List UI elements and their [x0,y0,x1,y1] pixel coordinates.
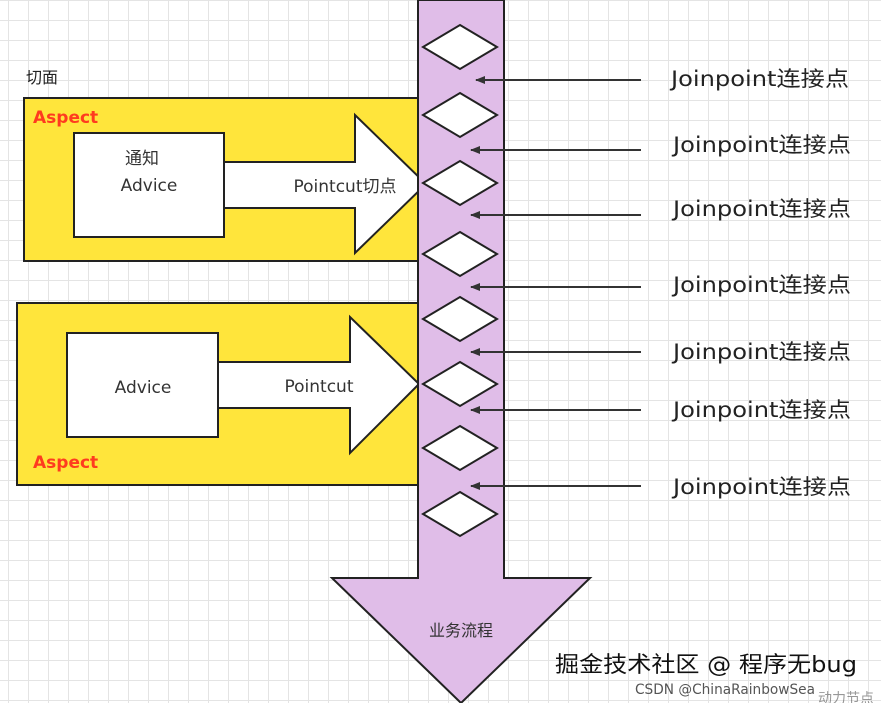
watermark-csdn: CSDN @ChinaRainbowSea [635,682,815,698]
advice-label-2: Advice [115,378,172,398]
business-flow-arrow [329,0,593,703]
business-flow-label: 业务流程 [429,621,493,640]
pointcut-label-1: Pointcut切点 [294,177,397,197]
joinpoint-labels: Joinpoint连接点 Joinpoint连接点 Joinpoint连接点 J… [669,67,851,499]
joinpoint-label: Joinpoint连接点 [671,197,851,221]
pointcut-label-2: Pointcut [285,377,354,397]
aspect-label-1: Aspect [33,108,98,128]
advice-box-2 [66,332,219,438]
pointcut-arrow-1 [223,112,428,256]
joinpoint-label: Joinpoint连接点 [671,340,851,364]
pointcut-arrow-2 [217,314,421,456]
joinpoint-diamond [421,159,499,207]
joinpoint-diamond [421,23,499,71]
joinpoint-diamond [421,490,499,538]
watermark-bjpowernode: 动力节点 [818,691,874,703]
joinpoint-diamond [421,230,499,278]
joinpoint-label: Joinpoint连接点 [671,273,851,297]
joinpoint-diamond [421,360,499,408]
joinpoint-diamond [421,91,499,139]
joinpoint-label: Joinpoint连接点 [669,67,849,91]
joinpoint-label: Joinpoint连接点 [671,475,851,499]
advice-box-1 [73,132,225,238]
joinpoint-label: Joinpoint连接点 [671,133,851,157]
watermark-juejin: 掘金技术社区 @ 程序无bug [555,653,857,678]
joinpoint-diamond [421,295,499,343]
advice-cn-label-1: 通知 [125,149,159,169]
joinpoint-label: Joinpoint连接点 [671,398,851,422]
joinpoint-diamonds [421,23,499,538]
joinpoint-diamond [421,424,499,472]
advice-label-1: Advice [121,176,178,196]
joinpoint-arrows [470,76,641,490]
section-label: 切面 [26,68,58,87]
aspect-label-2: Aspect [33,453,98,473]
